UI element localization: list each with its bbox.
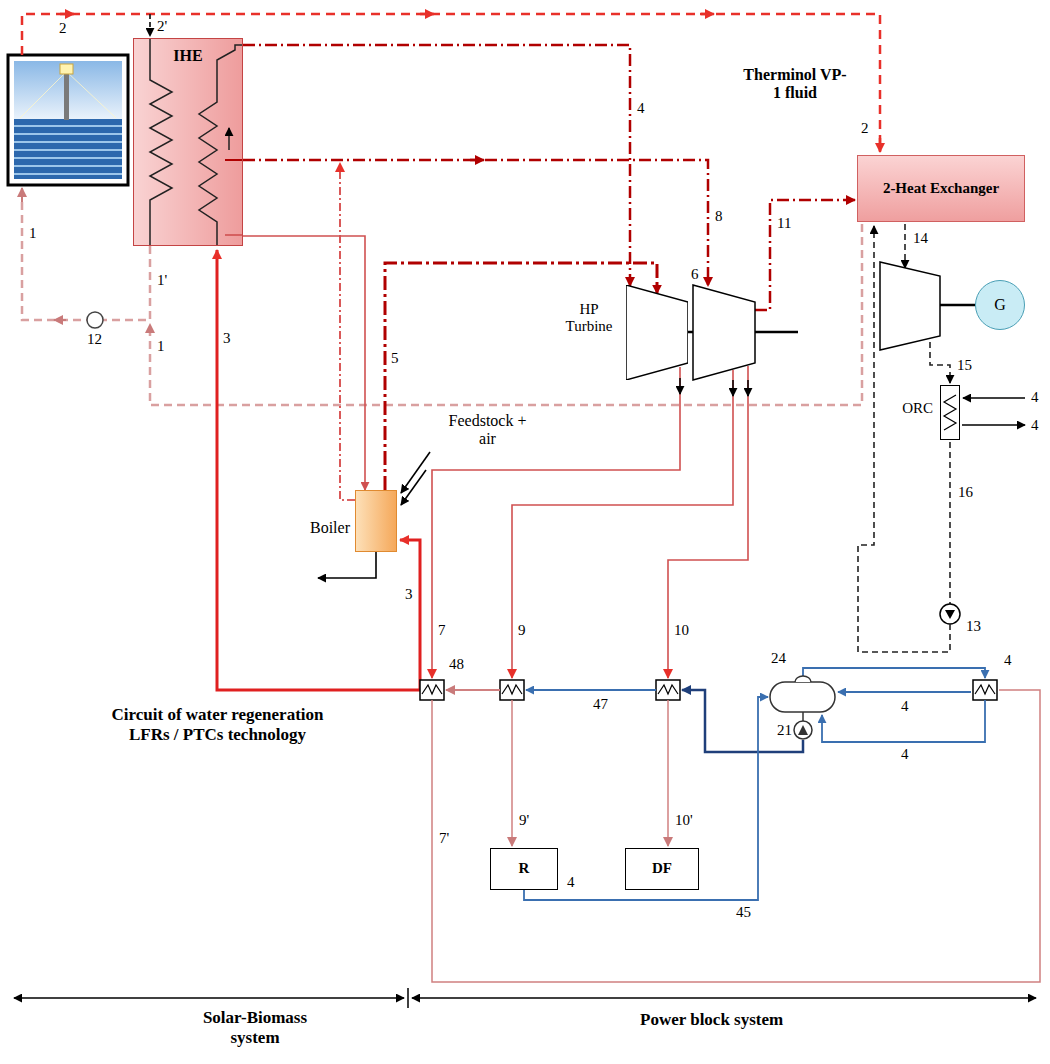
callout-number: 10 (673, 622, 690, 639)
callout-number: 9' (518, 812, 530, 829)
callout-number: 15 (956, 357, 973, 374)
process-box: DF (625, 848, 699, 890)
callout-number: 2' (156, 18, 168, 35)
condenser-box: ORC (940, 385, 960, 440)
heat-exchanger-box: 2-Heat Exchanger (857, 155, 1025, 222)
callout-number: 24 (770, 650, 787, 667)
generator-circle: G (975, 280, 1025, 330)
node-label: DF (652, 860, 672, 877)
callout-number: 16 (957, 484, 974, 501)
process-box: R (490, 848, 558, 890)
callout-number: 2 (860, 120, 870, 137)
node-label: 2-Heat Exchanger (883, 180, 999, 197)
callout-number: 21 (776, 722, 793, 739)
callout-number: 48 (448, 656, 465, 673)
text-label: Therminol VP-1 fluid (740, 66, 850, 103)
node-label: G (994, 296, 1006, 314)
callout-number: 4 (900, 698, 910, 715)
text-label: Circuit of water regeneration LFRs / PTC… (110, 705, 325, 744)
callout-number: 4 (1030, 417, 1040, 434)
node-label: Boiler (310, 519, 350, 537)
boiler-box: Boiler (355, 490, 397, 552)
callout-number: 7 (437, 622, 447, 639)
node-label: R (519, 860, 530, 877)
node-label: IHE (173, 47, 202, 65)
node-label: ORC (902, 400, 933, 417)
callout-number: 45 (735, 904, 752, 921)
callout-number: 12 (86, 331, 103, 348)
callout-number: 1 (156, 338, 166, 355)
callout-number: 4 (1003, 652, 1013, 669)
heat-exchanger-box: IHE (133, 38, 243, 246)
callout-number: 4 (636, 100, 646, 117)
callout-number: 7' (438, 830, 450, 847)
flow-line (243, 236, 365, 490)
callout-number: 9 (517, 622, 527, 639)
callout-number: 10' (674, 812, 694, 829)
callout-number: 4 (900, 746, 910, 763)
callout-number: 5 (390, 350, 400, 367)
text-label: Power block system (640, 1010, 783, 1030)
callout-number: 1 (28, 225, 38, 242)
callout-number: 6 (690, 266, 700, 283)
callout-number: 4 (1030, 389, 1040, 406)
callout-number: 4 (566, 874, 576, 891)
callout-number: 14 (912, 230, 929, 247)
callout-number: 3 (404, 586, 414, 603)
node-label: HP Turbine (558, 301, 620, 336)
callout-number: 8 (714, 208, 724, 225)
callout-number: 13 (965, 618, 982, 635)
turbine: HP Turbine (626, 285, 688, 380)
callout-number: 2 (58, 20, 68, 37)
flow-line (243, 45, 630, 286)
callout-number: 11 (776, 215, 792, 232)
text-label: Solar-Biomass system (185, 1008, 325, 1047)
callout-number: 47 (592, 696, 609, 713)
callout-number: 1' (156, 272, 168, 289)
flow-line (385, 263, 657, 490)
turbine-shape (626, 285, 688, 380)
callout-number: 3 (222, 330, 232, 347)
text-label: Feedstock + air (440, 412, 535, 449)
